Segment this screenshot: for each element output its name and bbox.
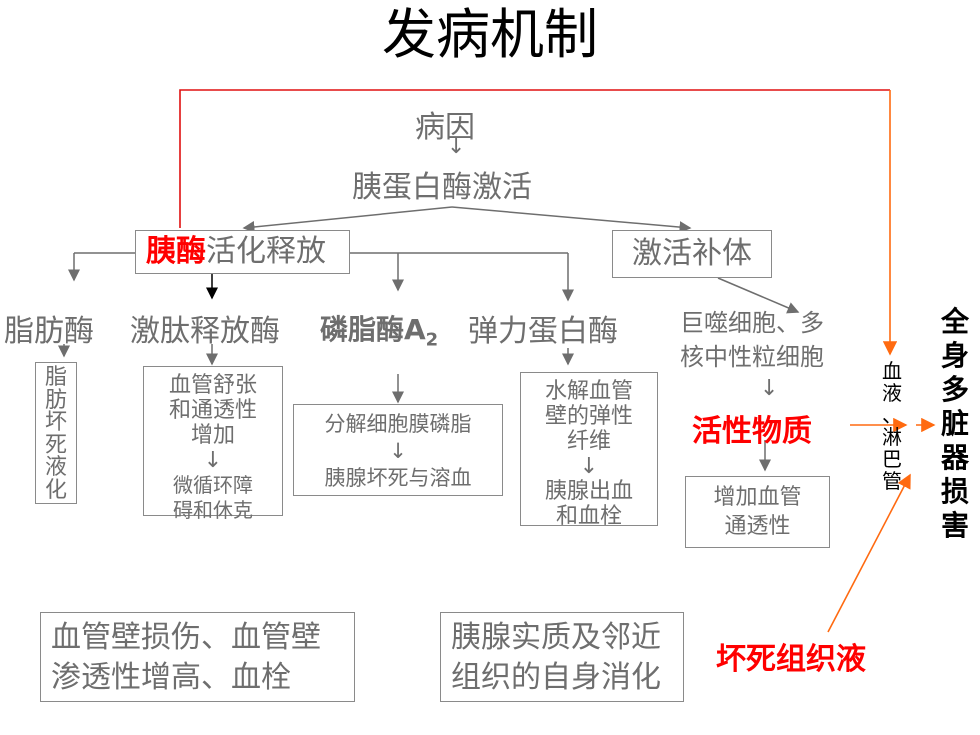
blood-lymph-char: 血 <box>882 359 902 383</box>
outcome-char: 脏 <box>940 407 969 440</box>
lipase-effect-char: 死 <box>44 432 67 458</box>
outcome-char: 害 <box>940 509 969 542</box>
phospholipase-effect-line: 分解细胞膜磷脂 <box>324 412 472 436</box>
kallikrein-effect-line: 碍和休克 <box>173 498 253 522</box>
arrow-cause-to-activation: ↓ <box>447 134 466 159</box>
blood-lymph-char: 、 <box>882 403 902 427</box>
arrow-complement-to-cells <box>717 277 800 314</box>
elastase-effect-arrow: ↓ <box>579 454 599 479</box>
cells-label: 巨噬细胞、多 核中性粒细胞 <box>680 306 824 374</box>
cause-label: 病因 <box>415 110 475 145</box>
vascular-permeability-line: 增加血管 <box>713 485 802 510</box>
phospholipase-effect-box: 分解细胞膜磷脂 ↓ 胰腺坏死与溶血 <box>293 404 503 496</box>
elastase-effect-box: 水解血管 壁的弹性 纤维 ↓ 胰腺出血 和血栓 <box>520 372 658 529</box>
phospholipase-subscript: 2 <box>425 329 439 351</box>
necrotic-fluid-label: 坏死组织液 <box>716 642 866 677</box>
lipase-effect-char: 化 <box>44 477 67 503</box>
cells-line1: 巨噬细胞、多 <box>680 309 824 337</box>
enzyme-release-box: 胰酶活化释放 <box>135 230 350 274</box>
line-feedback-top <box>179 89 890 228</box>
outcome-char: 损 <box>940 475 969 508</box>
lipase-label: 脂肪酶 <box>4 314 94 349</box>
bottom-mid-line: 组织的自身消化 <box>451 660 661 695</box>
vascular-permeability-line: 通透性 <box>724 514 791 539</box>
lipase-effect-char: 液 <box>44 455 67 480</box>
page-title: 发病机制 <box>382 3 598 66</box>
arrow-necrotic-to-lymph <box>827 473 911 633</box>
outcome-char: 器 <box>940 441 969 474</box>
kallikrein-effect-line: 和通透性 <box>168 398 257 423</box>
enzyme-release-rest: 活化释放 <box>206 234 326 269</box>
phospholipase-label: 磷脂酶A2 <box>320 313 439 351</box>
elastase-effect-line: 胰腺出血 <box>544 479 633 504</box>
elastase-effect-line: 水解血管 <box>544 379 633 404</box>
arrow-cells-to-active: ↓ <box>760 376 779 401</box>
cells-line2: 核中性粒细胞 <box>680 343 824 371</box>
phospholipase-effect-line: 胰腺坏死与溶血 <box>324 466 472 490</box>
bottom-left-box: 血管壁损伤、血管壁 渗透性增高、血栓 <box>40 612 355 702</box>
kallikrein-effect-line: 增加 <box>190 423 235 448</box>
lipase-effect-box: 脂 肪 坏 死 液 化 <box>35 362 77 504</box>
activation-label: 胰蛋白酶激活 <box>352 170 532 205</box>
vascular-permeability-box: 增加血管 通透性 <box>685 476 830 548</box>
kallikrein-effect-line: 微循环障 <box>173 473 253 497</box>
outcome-label: 全 身 多 脏 器 损 害 <box>936 305 974 543</box>
bottom-mid-box: 胰腺实质及邻近 组织的自身消化 <box>440 612 684 702</box>
bottom-mid-line: 胰腺实质及邻近 <box>451 620 661 655</box>
blood-lymph-char: 液 <box>882 381 902 405</box>
lipase-effect-char: 脂 <box>44 365 67 390</box>
bottom-left-line: 血管壁损伤、血管壁 <box>51 620 321 655</box>
blood-lymph-char: 管 <box>882 469 902 493</box>
complement-box: 激活补体 <box>612 230 772 278</box>
lipase-effect-char: 坏 <box>44 410 67 435</box>
elastase-effect-line: 纤维 <box>566 429 611 454</box>
outcome-char: 多 <box>940 373 969 406</box>
kallikrein-effect-arrow: ↓ <box>203 448 223 473</box>
elastase-label: 弹力蛋白酶 <box>468 314 618 349</box>
line-activation-to-complement <box>451 206 692 234</box>
elastase-effect-line: 和血栓 <box>555 504 622 529</box>
bottom-left-line: 渗透性增高、血栓 <box>51 660 291 695</box>
phospholipase-effect-arrow: ↓ <box>389 439 407 463</box>
line-activation-to-enzyme <box>242 206 453 233</box>
lipase-effect-char: 肪 <box>44 387 67 413</box>
active-substance-label: 活性物质 <box>692 414 812 449</box>
kallikrein-effect-line: 血管舒张 <box>168 373 257 398</box>
outcome-char: 身 <box>940 339 969 372</box>
kallikrein-label: 激肽释放酶 <box>130 314 280 349</box>
outcome-char: 全 <box>940 305 969 338</box>
blood-lymph-label: 血 液 、 淋 巴 管 <box>878 360 906 492</box>
blood-lymph-char: 淋 <box>882 425 902 449</box>
kallikrein-effect-box: 血管舒张 和通透性 增加 ↓ 微循环障 碍和休克 <box>143 366 283 522</box>
elastase-effect-line: 壁的弹性 <box>544 404 633 429</box>
enzyme-release-highlight: 胰酶 <box>146 234 206 269</box>
blood-lymph-char: 巴 <box>882 447 902 471</box>
